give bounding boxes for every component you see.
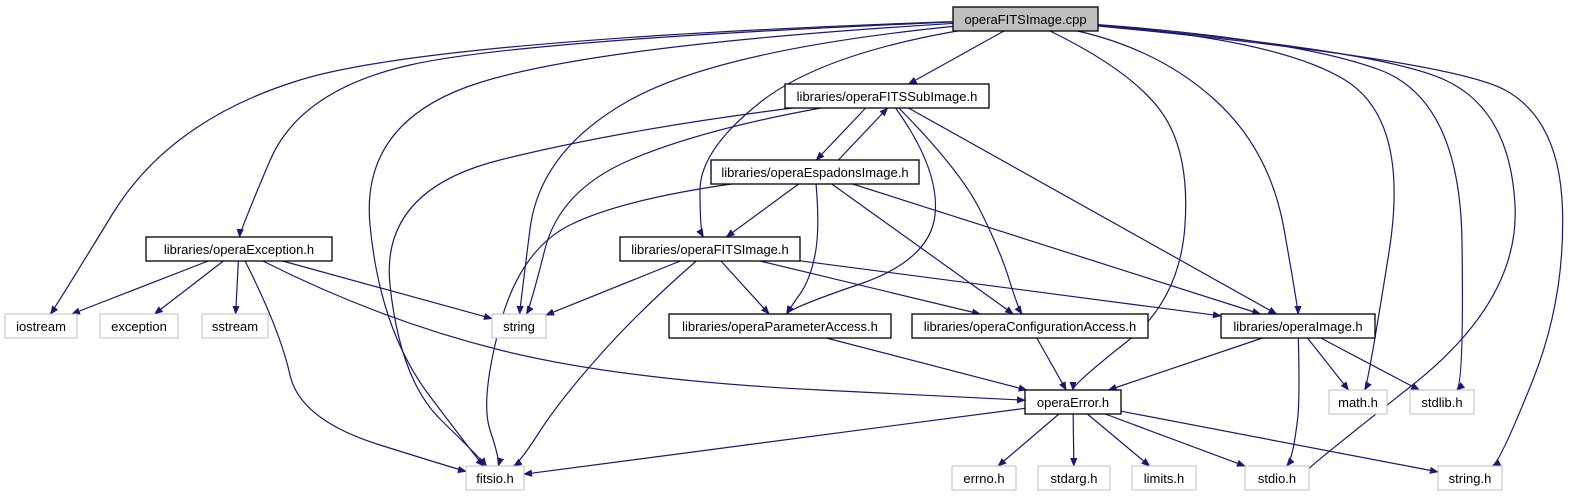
node-box-math [1328, 389, 1388, 415]
node-box-iostream [4, 313, 78, 339]
node-box-fitsimage [619, 236, 801, 262]
node-box-stdlib [1409, 389, 1475, 415]
node-exception[interactable]: libraries/operaException.h [163, 241, 315, 257]
edge-root-to-subimage [907, 30, 1005, 85]
node-fitsimage[interactable]: libraries/operaFITSImage.h [631, 241, 789, 257]
edge-espadons-to-subimage [837, 107, 889, 161]
node-stringh: string.h [1448, 470, 1492, 486]
edge-fitsimage-to-paramaccess [720, 260, 770, 315]
edge-operaerror-to-stringh [1120, 410, 1439, 474]
node-box-operaerror [1024, 389, 1122, 415]
node-iostream: iostream [16, 318, 66, 334]
edge-root-to-operaimage [1077, 30, 1302, 315]
node-box-errno [951, 465, 1017, 491]
node-box-root [952, 6, 1099, 32]
edge-exception-to-sstream [232, 260, 240, 315]
edge-exception-to-iostream [71, 260, 209, 315]
edge-fitsimage-to-operaimage [799, 260, 1222, 319]
edge-root-to-operaerror [1049, 30, 1187, 391]
node-operaerror[interactable]: operaError.h [1036, 394, 1110, 410]
edge-subimage-to-fitsio [388, 107, 793, 467]
node-box-stringh [1437, 465, 1503, 491]
node-box-exception [145, 236, 333, 262]
node-string: string [503, 318, 535, 334]
edge-operaerror-to-stdarg [1070, 413, 1078, 467]
edge-espadons-to-fitsimage [725, 183, 799, 238]
edge-root-to-fitsio [368, 22, 954, 467]
node-box-fitsio [465, 465, 525, 491]
node-box-configaccess [911, 313, 1149, 339]
node-configaccess[interactable]: libraries/operaConfigurationAccess.h [923, 318, 1137, 334]
edge-exception-to-operaerror [262, 260, 1026, 404]
edge-subimage-to-paramaccess [786, 107, 937, 315]
edge-espadons-to-configaccess [831, 183, 1014, 315]
edge-operaerror-to-stdio [1105, 413, 1246, 467]
node-stdio: stdio.h [1257, 470, 1297, 486]
edge-root-to-exception [236, 21, 954, 238]
edges-layer [49, 20, 1564, 477]
edge-espadons-to-fitsio [486, 183, 732, 467]
node-limits: limits.h [1143, 470, 1185, 486]
node-box-stdio [1244, 465, 1310, 491]
node-stdarg: stdarg.h [1050, 470, 1098, 486]
node-math: math.h [1338, 394, 1378, 410]
edge-subimage-to-string [525, 107, 822, 315]
edge-root-to-iostream [49, 20, 954, 315]
edge-exception-to-string [282, 260, 493, 320]
node-box-sstream [201, 313, 269, 339]
edge-operaimage-to-math [1306, 337, 1350, 391]
node-box-paramaccess [668, 313, 892, 339]
edge-subimage-to-configaccess [898, 107, 1023, 315]
edge-exception-to-fitsio [244, 260, 467, 474]
node-exceptionsys: exception [111, 318, 167, 334]
edge-operaerror-to-limits [1086, 413, 1151, 467]
node-box-operaimage [1220, 313, 1376, 339]
edge-subimage-to-operaimage [908, 107, 1278, 315]
edge-operaerror-to-fitsio [523, 407, 1026, 477]
node-fitsio: fitsio.h [476, 470, 514, 486]
edge-fitsimage-to-fitsio [512, 260, 697, 467]
edge-operaimage-to-stdlib [1320, 337, 1421, 391]
node-box-espadons [710, 159, 920, 185]
edge-root-to-string [516, 25, 954, 315]
edge-exception-to-exceptionsys [153, 260, 224, 315]
edge-paramaccess-to-operaerror [826, 337, 1028, 392]
nodes-layer [4, 6, 1503, 491]
edge-root-to-stringh [1097, 25, 1564, 467]
edge-espadons-to-operaimage [852, 183, 1262, 315]
node-operaimage[interactable]: libraries/operaImage.h [1233, 318, 1363, 334]
node-paramaccess[interactable]: libraries/operaParameterAccess.h [682, 318, 878, 334]
node-box-limits [1131, 465, 1197, 491]
node-box-string [491, 313, 547, 339]
node-box-exceptionsys [99, 313, 179, 339]
edge-configaccess-to-operaerror [1036, 337, 1067, 391]
edge-fitsimage-to-configaccess [759, 260, 982, 316]
edge-espadons-to-paramaccess [786, 183, 819, 315]
node-sstream: sstream [211, 318, 259, 334]
node-stdlib: stdlib.h [1421, 394, 1463, 410]
node-errno: errno.h [963, 470, 1005, 486]
node-box-stdarg [1037, 465, 1111, 491]
node-root[interactable]: operaFITSImage.cpp [964, 11, 1087, 27]
node-subimage[interactable]: libraries/operaFITSSubImage.h [796, 88, 978, 104]
edge-operaerror-to-errno [997, 413, 1060, 467]
node-espadons[interactable]: libraries/operaEspadonsImage.h [721, 164, 909, 180]
edge-operaimage-to-operaerror [1107, 337, 1263, 391]
edge-fitsimage-to-string [545, 260, 681, 316]
edge-operaimage-to-stdio [1286, 337, 1300, 467]
node-box-subimage [784, 83, 990, 109]
edge-subimage-to-espadons [815, 107, 867, 161]
edge-root-to-fitsimage [696, 30, 958, 238]
